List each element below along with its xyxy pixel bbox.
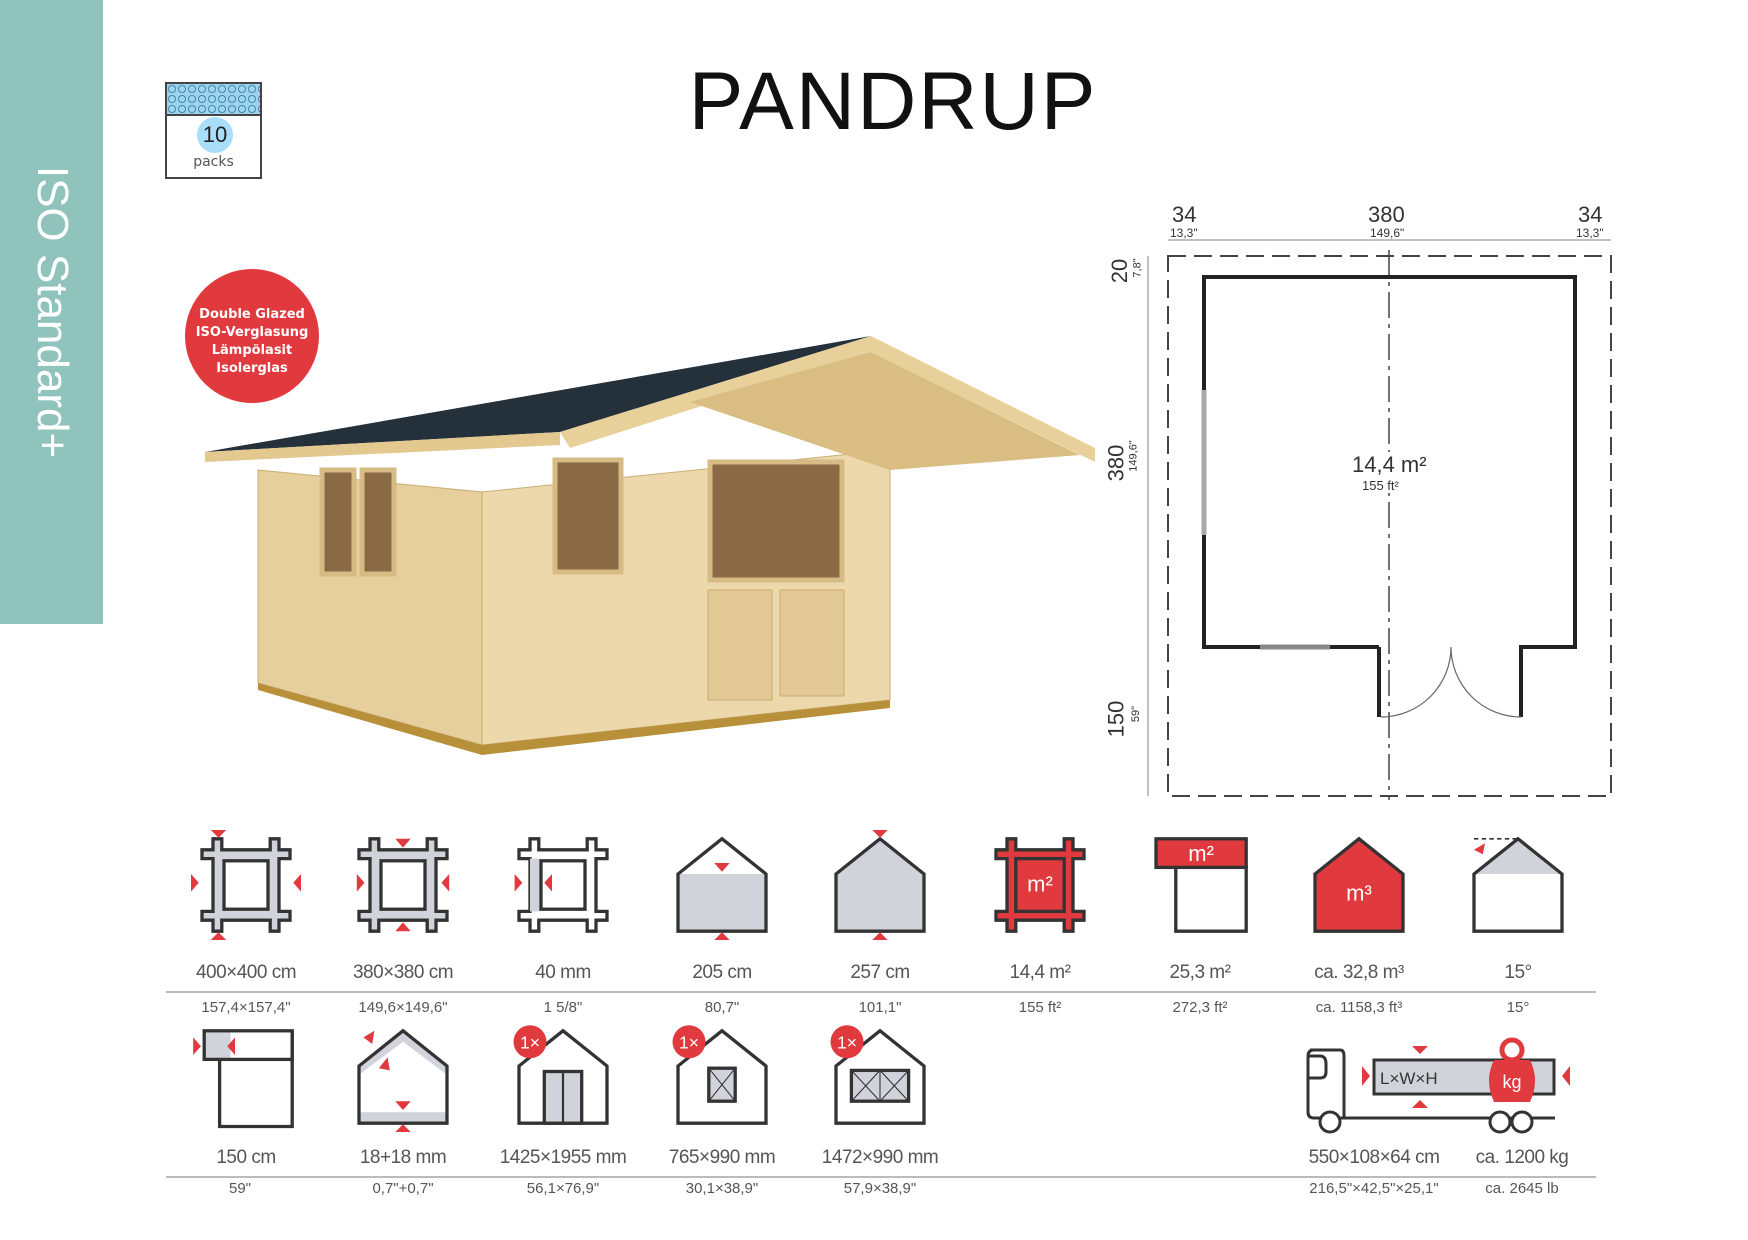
weight-label: kg — [1502, 1072, 1521, 1092]
badge-line: ISO-Verglasung — [195, 325, 309, 340]
dim-top-right-in: 13,3" — [1576, 226, 1604, 240]
spec-value: 205 cm — [692, 962, 752, 983]
spec-imperial: 80,7" — [704, 999, 740, 1016]
spec-value: 1425×1955 mm — [499, 1147, 627, 1168]
spec-imperial: ca. 1158,3 ft³ — [1315, 999, 1403, 1016]
spec-value: 40 mm — [535, 962, 591, 983]
double-glazed-badge: Double Glazed ISO-Verglasung Lämpölasit … — [188, 272, 316, 400]
plan-area-m2: 14,4 m² — [1352, 452, 1427, 478]
door-count: 1× — [520, 1032, 540, 1052]
window-icon: 1× — [672, 1025, 768, 1125]
dim-side-top-in: 7,8" — [1131, 258, 1144, 278]
spec-value: 14,4 m² — [1009, 962, 1071, 983]
insulation-pattern-icon — [167, 84, 260, 116]
spec-imperial: 1 5/8" — [543, 999, 583, 1016]
floor-roof-thickness-icon — [357, 1028, 449, 1132]
sidebar-band: ISO Standard+ — [0, 0, 103, 624]
dim-top-right: 34 — [1578, 202, 1603, 227]
pack-unit: packs — [193, 154, 234, 170]
overhang-icon — [193, 1029, 294, 1129]
badge-line: Isolerglas — [216, 361, 288, 376]
transport-dimensions-imperial: 216,5"×42,5"×25,1" — [1309, 1180, 1439, 1197]
dim-side-bottom: 150 — [1103, 700, 1129, 738]
wall-thickness-icon — [514, 837, 609, 933]
spec-value: 150 cm — [216, 1147, 276, 1168]
ridge-height-icon — [834, 830, 926, 940]
svg-text:m³: m³ — [1346, 880, 1372, 905]
double-window-icon: 1× — [830, 1025, 926, 1125]
spec-value: 25,3 m² — [1169, 962, 1231, 983]
door-icon: 1× — [513, 1025, 609, 1125]
spec-imperial: 56,1×76,9" — [526, 1180, 600, 1197]
roof-pitch-icon — [1472, 836, 1564, 933]
spec-value: 257 cm — [850, 962, 910, 983]
transport-weight: ca. 1200 kg — [1475, 1147, 1569, 1168]
divider — [166, 991, 1596, 993]
dim-top-left-in: 13,3" — [1170, 226, 1198, 240]
spec-imperial: 101,1" — [858, 999, 902, 1016]
double-window-count: 1× — [837, 1032, 857, 1052]
floor-area-icon: m² — [994, 837, 1086, 933]
dim-side-mid-in: 149,6" — [1127, 440, 1140, 472]
spec-imperial: 30,1×38,9" — [685, 1180, 759, 1197]
spec-value: 15° — [1504, 962, 1532, 983]
spec-imperial: 57,9×38,9" — [843, 1180, 917, 1197]
dim-top-center-in: 149,6" — [1370, 226, 1405, 240]
dim-top-left: 34 — [1172, 202, 1197, 227]
spec-imperial: 272,3 ft² — [1172, 999, 1228, 1016]
spec-imperial: 155 ft² — [1018, 999, 1062, 1016]
divider — [166, 1176, 1596, 1178]
spec-imperial: 157,4×157,4" — [201, 999, 291, 1016]
spec-imperial: 0,7"+0,7" — [372, 1180, 434, 1197]
house-illustration — [205, 336, 1095, 755]
transport-truck-icon: L×W×H kg — [1306, 1037, 1570, 1134]
pack-count: 10 — [197, 117, 233, 153]
spec-value: ca. 32,8 m³ — [1314, 962, 1404, 983]
plan-area-ft2: 155 ft² — [1362, 478, 1399, 493]
transport-dimensions: 550×108×64 cm — [1308, 1147, 1440, 1168]
spec-imperial: 149,6×149,6" — [358, 999, 448, 1016]
badge-line: Lämpölasit — [211, 343, 293, 358]
inner-dimensions-icon — [356, 837, 450, 933]
svg-text:m²: m² — [1027, 872, 1053, 897]
dim-top-center: 380 — [1368, 202, 1405, 227]
badge-line: Double Glazed — [199, 307, 305, 322]
dim-side-top: 20 — [1107, 258, 1133, 284]
floor-plan — [1147, 239, 1612, 800]
transport-weight-imperial: ca. 2645 lb — [1485, 1180, 1559, 1197]
volume-icon: m³ — [1313, 836, 1405, 933]
spec-value: 400×400 cm — [195, 962, 297, 983]
window-count: 1× — [679, 1032, 699, 1052]
transport-box-label: L×W×H — [1380, 1069, 1438, 1088]
dim-side-mid: 380 — [1103, 444, 1129, 482]
page-title: PANDRUP — [688, 56, 1098, 147]
spec-value: 380×380 cm — [352, 962, 454, 983]
dim-side-bottom-in: 59" — [1130, 705, 1143, 723]
spec-value: 1472×990 mm — [821, 1147, 939, 1168]
spec-value: 765×990 mm — [668, 1147, 776, 1168]
svg-text:m²: m² — [1188, 841, 1214, 866]
spec-imperial: 59" — [228, 1180, 251, 1197]
side-wall-height-icon — [676, 836, 768, 940]
spec-value: 18+18 mm — [359, 1147, 447, 1168]
packs-badge: 10 packs — [165, 82, 262, 179]
outer-dimensions-icon — [191, 830, 301, 940]
spec-imperial: 15° — [1506, 999, 1530, 1016]
roof-area-icon: m² — [1154, 837, 1248, 933]
